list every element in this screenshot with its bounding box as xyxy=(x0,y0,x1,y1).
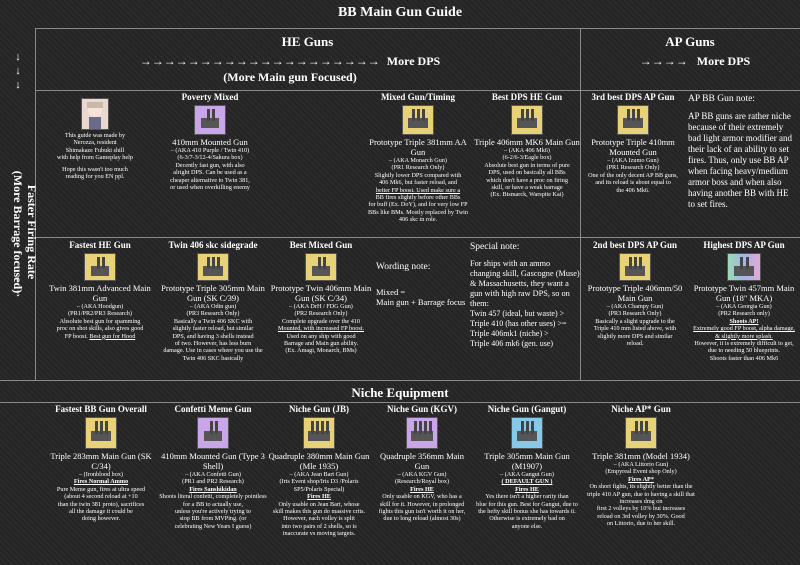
he-guns-header: HE Guns xyxy=(281,34,334,49)
gun-card-twin-457: Highest DPS AP Gun Prototype Twin 457mm … xyxy=(693,240,795,362)
gun-card-triple-410-mounted: 3rd best DPS AP Gun Prototype Triple 410… xyxy=(588,92,678,194)
gun-icon xyxy=(619,253,651,281)
side-label-line1: Faster Firing Rate xyxy=(25,184,39,280)
gun-card-triple-305-m1907: Niche Gun (Gangut) Triple 305mm Main Gun… xyxy=(476,404,578,530)
gun-card-triple-406-50: 2nd best DPS AP Gun Prototype Triple 406… xyxy=(587,240,683,348)
side-label-line2: (More Barrage focused) xyxy=(11,170,25,294)
gun-card-triple-283: Fastest BB Gun Overall Triple 283mm Main… xyxy=(50,404,152,523)
ap-more-dps: More DPS xyxy=(696,54,751,68)
divider xyxy=(0,380,800,381)
gun-card-twin-406-skc34: Best Mixed Gun Prototype Twin 406mm Main… xyxy=(270,240,372,355)
gun-icon xyxy=(197,417,229,449)
divider xyxy=(0,402,800,403)
divider xyxy=(35,90,800,91)
gun-icon xyxy=(305,253,337,281)
gun-icon xyxy=(84,253,116,281)
gun-card-quad-380: Niche Gun (JB) Quadruple 380mm Main Gun … xyxy=(268,404,370,538)
gun-card-quad-356: Niche Gun (KGV) Quadruple 356mm Main Gun… xyxy=(378,404,466,523)
ap-arrows: →→→→ xyxy=(639,54,688,68)
divider xyxy=(35,28,800,29)
avatar-icon xyxy=(81,98,109,130)
gun-icon xyxy=(402,105,434,135)
niche-equipment-header: Niche Equipment xyxy=(351,385,449,400)
gun-icon xyxy=(197,253,229,281)
gun-icon xyxy=(617,105,649,135)
side-arrows-bottom: ↓↓↓ xyxy=(15,259,21,299)
page-title: BB Main Gun Guide xyxy=(337,5,463,20)
gun-card-triple-381-1934: Niche AP* Gun Triple 381mm (Model 1934) … xyxy=(587,404,695,528)
gun-icon xyxy=(511,105,543,135)
gun-icon xyxy=(406,417,438,449)
gun-card-410-type3: Confetti Meme Gun 410mm Mounted Gun (Typ… xyxy=(159,404,267,530)
special-note: Special note: For ships with an ammo cha… xyxy=(470,242,580,348)
gun-icon xyxy=(727,253,761,281)
ap-note: AP BB Gun note: AP BB guns are rather ni… xyxy=(688,94,792,209)
ap-guns-header: AP Guns xyxy=(665,34,715,49)
gun-icon xyxy=(511,417,543,449)
gun-icon xyxy=(303,417,335,449)
divider xyxy=(580,28,581,380)
he-arrows: →→→→→→→→→→→→→→→→→→→→ xyxy=(139,54,380,68)
wording-note: Wording note: Mixed = Main gun + Barrage… xyxy=(376,262,466,307)
credit-block: This guide was made by Nerozza, resident… xyxy=(45,96,145,234)
divider xyxy=(35,237,800,238)
gun-card-triple-305-skc39: Twin 406 skc sidegrade Prototype Triple … xyxy=(161,240,265,362)
gun-card-twin-381-advanced: Fastest HE Gun Twin 381mm Advanced Main … xyxy=(49,240,151,340)
divider xyxy=(35,28,36,380)
gun-icon xyxy=(194,105,226,135)
gun-card-410-mounted: Poverty Mixed 410mm Mounted Gun – (AKA 4… xyxy=(170,92,250,192)
gun-card-406-mk6: Best DPS HE Gun Triple 406mm MK6 Main Gu… xyxy=(474,92,580,199)
side-label: Faster Firing Rate (More Barrage focused… xyxy=(11,87,39,377)
gun-icon xyxy=(625,417,657,449)
gun-card-triple-381-aa: Mixed Gun/Timing Prototype Triple 381mm … xyxy=(368,92,468,224)
side-arrows-top: ↓↓↓ xyxy=(15,51,21,91)
he-more-dps: More DPS xyxy=(386,54,441,68)
he-focus-label: (More Main gun Focused) xyxy=(223,70,357,84)
gun-icon xyxy=(85,417,117,449)
